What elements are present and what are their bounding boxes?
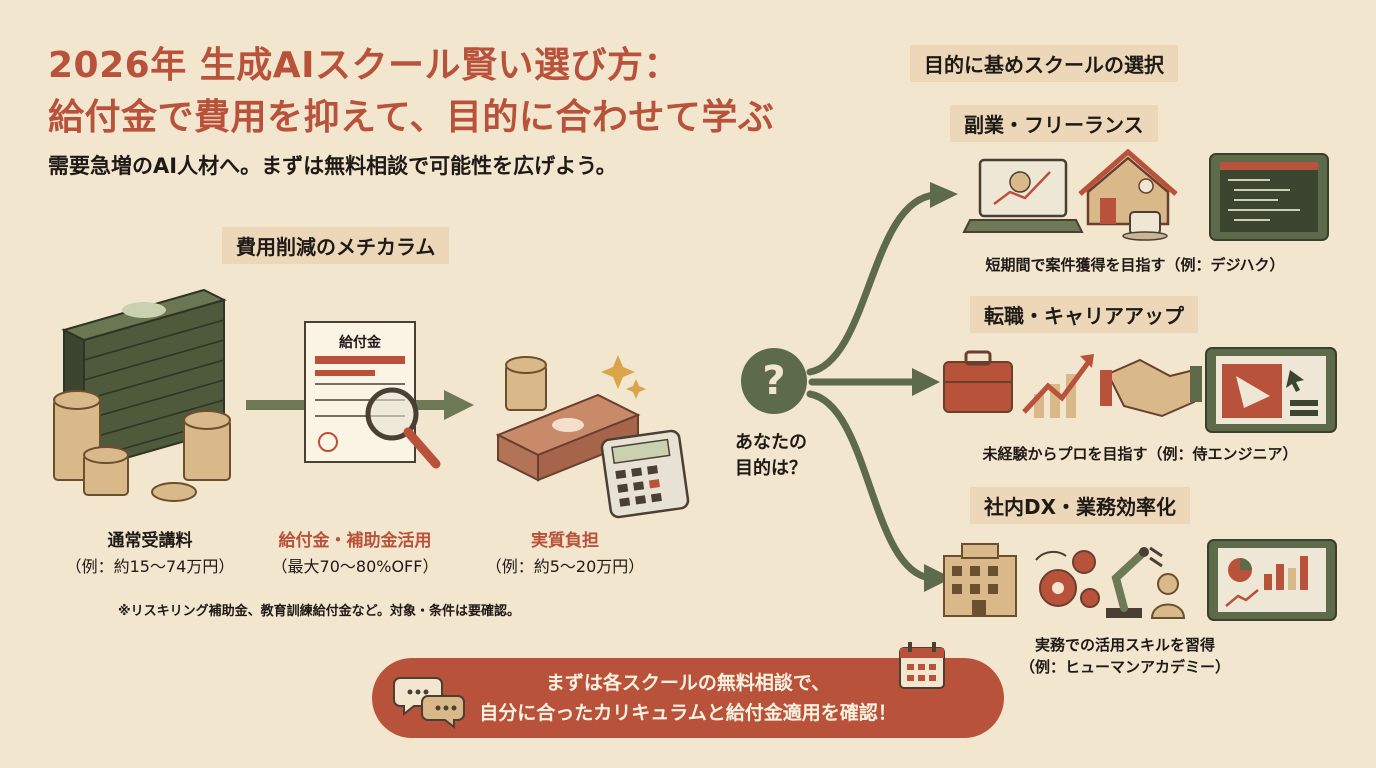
step-subsidy-detail: （最大70〜80%OFF） [271, 557, 439, 576]
home-coffee-icon [1078, 148, 1178, 241]
step-normal-fee-detail: （例：約15〜74万円） [65, 557, 235, 576]
chat-bubbles-icon [393, 677, 465, 730]
page-title: 2026年 生成AIスクール賢い選び方： 給付金で費用を抑えて、目的に合わせて学… [48, 40, 774, 144]
cta-banner[interactable]: まずは各スクールの無料相談で、 自分に合ったカリキュラムと給付金適用を確認！ [372, 658, 1004, 738]
goal-freelance-title: 副業・フリーランス [950, 105, 1158, 142]
step-normal-fee: 通常受講料 （例：約15〜74万円） [60, 528, 240, 580]
goal-career-icons [943, 347, 1337, 433]
robot-arm-icon [1106, 546, 1186, 619]
goals-heading: 目的に基めスクールの選択 [910, 45, 1178, 82]
step-normal-fee-label: 通常受講料 [107, 531, 193, 551]
goal-dx-title: 社内DX・業務効率化 [970, 487, 1191, 524]
step-actual-cost: 実質負担 （例：約5〜20万円） [470, 528, 660, 580]
handshake-icon [1100, 358, 1202, 418]
goal-dx-desc-line-1: 実務での活用スキルを習得 [1034, 636, 1215, 654]
question-text: あなたの 目的は？ [735, 430, 807, 482]
briefcase-icon [943, 350, 1013, 413]
step-actual-cost-detail: （例：約5〜20万円） [485, 557, 645, 576]
goal-freelance-icons [962, 148, 1329, 241]
goal-career-desc: 未経験からプロを目指す（例：侍エンジニア） [982, 445, 1298, 463]
code-tablet-icon [1209, 153, 1329, 241]
calendar-icon [899, 642, 945, 689]
mechanism-heading: 費用削減のメチカラム [222, 227, 450, 264]
cta-line-1: まずは各スクールの無料相談で、 [545, 672, 831, 694]
reduced-money-icon [495, 355, 690, 519]
question-line-2: 目的は？ [735, 458, 807, 479]
title-line-2: 給付金で費用を抑えて、目的に合わせて学ぶ [48, 97, 775, 138]
page-subtitle: 需要急増のAI人材へ。まずは無料相談で可能性を広げよう。 [48, 154, 617, 178]
form-label: 給付金 [339, 335, 381, 351]
design-tablet-icon [1205, 347, 1337, 433]
money-stack-icon [53, 288, 231, 502]
title-line-1: 2026年 生成AIスクール賢い選び方： [48, 45, 680, 86]
step-actual-cost-label: 実質負担 [531, 531, 599, 551]
goal-freelance-desc: 短期間で案件獲得を目指す（例：デジハク） [985, 256, 1285, 274]
goal-dx-icons [943, 539, 1337, 621]
dashboard-tablet-icon [1207, 539, 1337, 621]
question-circle-icon: ? [741, 348, 807, 414]
mechanism-note: ※リスキリング補助金、教育訓練給付金など。対象・条件は要確認。 [118, 604, 520, 619]
step-subsidy: 給付金・補助金活用 （最大70〜80%OFF） [250, 528, 460, 580]
gears-icon [1035, 550, 1100, 608]
laptop-icon [962, 158, 1084, 233]
step-subsidy-label: 給付金・補助金活用 [278, 531, 432, 551]
question-line-1: あなたの [735, 432, 807, 453]
goal-career-title: 転職・キャリアアップ [970, 296, 1198, 333]
goal-dx-desc-line-2: （例：ヒューマンアカデミー） [1019, 658, 1230, 676]
growth-chart-icon [1022, 354, 1094, 418]
goal-dx-desc: 実務での活用スキルを習得 （例：ヒューマンアカデミー） [960, 634, 1290, 678]
office-building-icon [943, 543, 1017, 617]
cta-line-2: 自分に合ったカリキュラムと給付金適用を確認！ [479, 702, 897, 724]
subsidy-form-icon [304, 321, 441, 469]
